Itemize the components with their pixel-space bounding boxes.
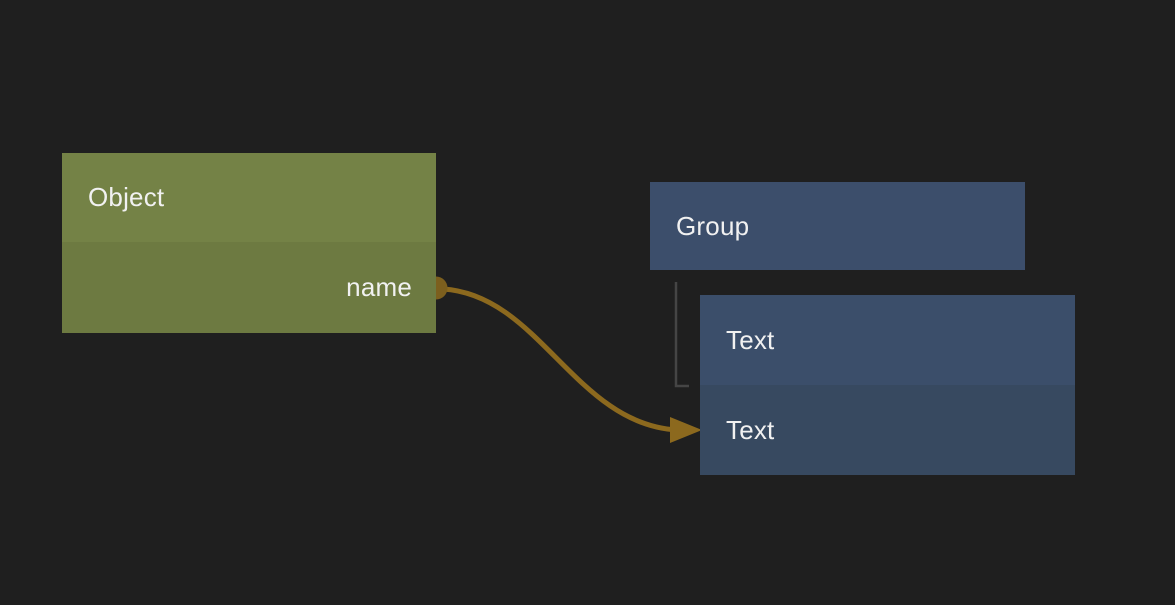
node-group-header[interactable]: Group (650, 182, 1025, 270)
node-text-header[interactable]: Text (700, 295, 1075, 385)
output-port-row-name[interactable]: name (62, 242, 436, 333)
node-object[interactable]: Object name (62, 153, 436, 333)
node-text-input-row[interactable]: Text (700, 385, 1075, 475)
node-text[interactable]: Text Text (700, 295, 1075, 475)
node-object-body: name (62, 242, 436, 333)
output-port-label: name (346, 272, 412, 302)
node-group[interactable]: Group (650, 182, 1025, 270)
node-object-header[interactable]: Object (62, 153, 436, 242)
connection-wire[interactable] (442, 286, 679, 433)
connection-arrowhead-icon (670, 417, 702, 443)
node-group-title: Group (676, 210, 750, 241)
hierarchy-connector-line (674, 282, 689, 388)
node-text-row-label: Text (726, 414, 775, 445)
node-object-title: Object (88, 182, 165, 212)
node-text-title: Text (726, 324, 775, 355)
